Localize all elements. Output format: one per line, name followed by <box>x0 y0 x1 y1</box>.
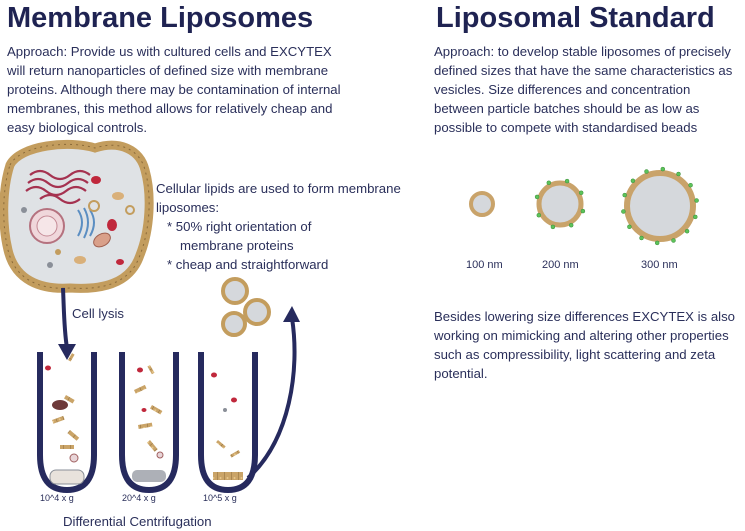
membrane-protein <box>688 182 693 188</box>
tube-label-1: 10^4 x g <box>40 493 74 503</box>
membrane-protein <box>534 194 540 200</box>
cell-lipids-text: Cellular lipids are used to form membran… <box>156 179 406 274</box>
membrane-protein <box>639 235 644 241</box>
membrane-protein <box>627 224 632 230</box>
liposome-100nm <box>469 191 495 217</box>
cell-lipids-intro: Cellular lipids are used to form membran… <box>156 181 401 215</box>
left-title: Membrane Liposomes <box>7 2 314 34</box>
membrane-protein <box>564 178 570 184</box>
right-title: Liposomal Standard <box>436 2 715 34</box>
membrane-protein <box>644 169 649 174</box>
membrane-protein <box>546 180 552 186</box>
right-approach-text: Approach: to develop stable liposomes of… <box>434 44 733 135</box>
tube-label-2: 20^4 x g <box>122 493 156 503</box>
membrane-protein <box>660 166 666 172</box>
floating-liposomes <box>221 277 271 337</box>
return-arrow <box>246 317 297 480</box>
bullet-orientation-cont: membrane proteins <box>180 238 294 253</box>
membrane-protein <box>578 190 584 196</box>
tube-label-3: 10^5 x g <box>203 493 237 503</box>
membrane-protein <box>536 212 542 218</box>
cell-illustration <box>0 139 154 293</box>
liposome-200nm <box>536 180 584 228</box>
bullet-cheap: * cheap and straightforward <box>167 257 329 272</box>
membrane-protein <box>630 178 636 184</box>
centrifuge-tubes <box>37 352 258 494</box>
membrane-protein <box>694 198 699 203</box>
membrane-protein <box>568 222 574 228</box>
membrane-protein <box>684 228 690 234</box>
membrane-protein <box>622 192 627 198</box>
besides-text: Besides lowering size differences EXCYTE… <box>434 309 736 381</box>
liposome-300nm <box>624 170 696 242</box>
cell-lysis-label: Cell lysis <box>72 306 125 321</box>
size-label-200: 200 nm <box>542 259 579 271</box>
membrane-protein <box>580 208 586 214</box>
membrane-protein <box>654 240 660 246</box>
size-label-300: 300 nm <box>641 259 678 271</box>
membrane-protein <box>676 171 681 177</box>
left-approach-text: Approach: Provide us with cultured cells… <box>7 44 341 135</box>
bullet-orientation: * 50% right orientation of <box>167 219 312 234</box>
membrane-protein <box>693 214 698 220</box>
differential-centrifugation-label: Differential Centrifugation <box>63 514 212 529</box>
membrane-protein <box>671 238 676 243</box>
lysis-arrow <box>61 287 69 349</box>
membrane-protein <box>621 209 626 214</box>
size-label-100: 100 nm <box>466 259 503 271</box>
membrane-protein <box>550 224 556 230</box>
